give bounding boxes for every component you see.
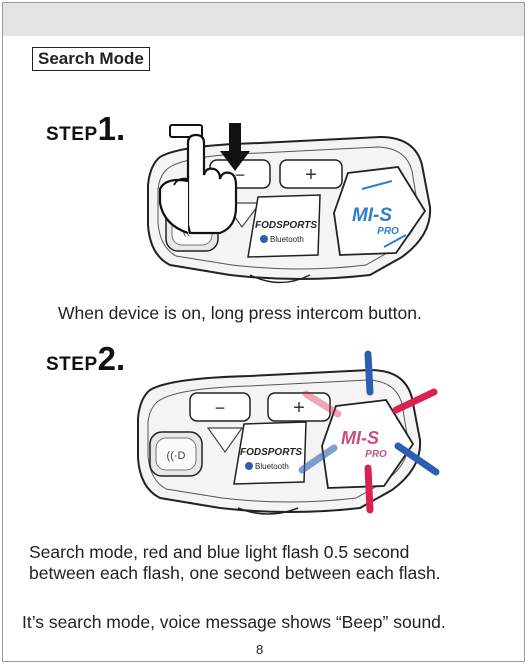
model-panel-accent — [361, 180, 407, 248]
model-label: MI-S — [341, 428, 379, 448]
minus-label: − — [215, 398, 226, 418]
step-1-heading: STEP1. — [46, 112, 125, 145]
mode-title: Search Mode — [32, 47, 150, 71]
step-2-caption-line-1: Search mode, red and blue light flash 0.… — [29, 542, 410, 562]
plus-label: + — [305, 164, 317, 186]
step-word: STEP — [46, 124, 98, 145]
flashing-light-rays — [298, 350, 440, 514]
intercom-icon: ((·D — [167, 450, 186, 462]
ray-left-blue — [298, 444, 338, 474]
minus-button[interactable] — [189, 392, 251, 422]
device-bottom-clip — [249, 274, 311, 284]
ray-left-red — [302, 390, 342, 418]
model-panel — [321, 399, 415, 489]
ray-right-red — [392, 388, 438, 414]
bluetooth-icon — [245, 462, 253, 470]
minus-label: − — [235, 165, 246, 185]
ray-bottom-red — [364, 464, 374, 514]
step-word: STEP — [46, 354, 98, 375]
device-inner-outline — [157, 146, 419, 270]
pressing-hand-icon — [158, 124, 238, 235]
device-inner-outline — [147, 379, 409, 503]
brand-label: FODSPORTS — [255, 220, 317, 231]
page-number: 8 — [256, 642, 264, 657]
brand-label: FODSPORTS — [240, 447, 302, 458]
model-panel — [333, 166, 427, 256]
step-2-caption-line-2: between each flash, one second between e… — [29, 563, 441, 583]
step-number: 1. — [97, 110, 126, 147]
ray-right-blue — [394, 442, 440, 476]
header-band — [3, 3, 524, 36]
step-number: 2. — [97, 340, 126, 377]
down-arrow-icon — [220, 123, 250, 171]
bluetooth-icon — [260, 235, 268, 243]
step-1-caption: When device is on, long press intercom b… — [58, 303, 422, 323]
model-sub-label: PRO — [377, 226, 399, 237]
step-2-heading: STEP2. — [46, 342, 125, 375]
plus-button[interactable] — [279, 159, 343, 189]
search-mode-note: It’s search mode, voice message shows “B… — [22, 612, 446, 632]
plus-label: + — [293, 397, 305, 419]
bluetooth-label: Bluetooth — [270, 235, 304, 244]
model-label: MI-S — [352, 205, 392, 226]
bluetooth-label: Bluetooth — [255, 462, 289, 471]
triangle-indicator — [206, 427, 244, 454]
page-frame — [2, 2, 525, 662]
headset-device-illustration: − + ((·D FODSPORTS Bluetooth MI-S PRO — [147, 123, 432, 284]
headset-device-flashing-illustration: − + ((·D FODSPORTS Bluetooth MI-S PRO — [137, 350, 440, 515]
plus-button[interactable] — [267, 392, 331, 422]
device-bottom-clip — [237, 507, 299, 515]
intercom-button-inner — [155, 437, 197, 471]
model-sub-label: PRO — [365, 449, 387, 460]
ray-top-blue — [364, 350, 374, 396]
